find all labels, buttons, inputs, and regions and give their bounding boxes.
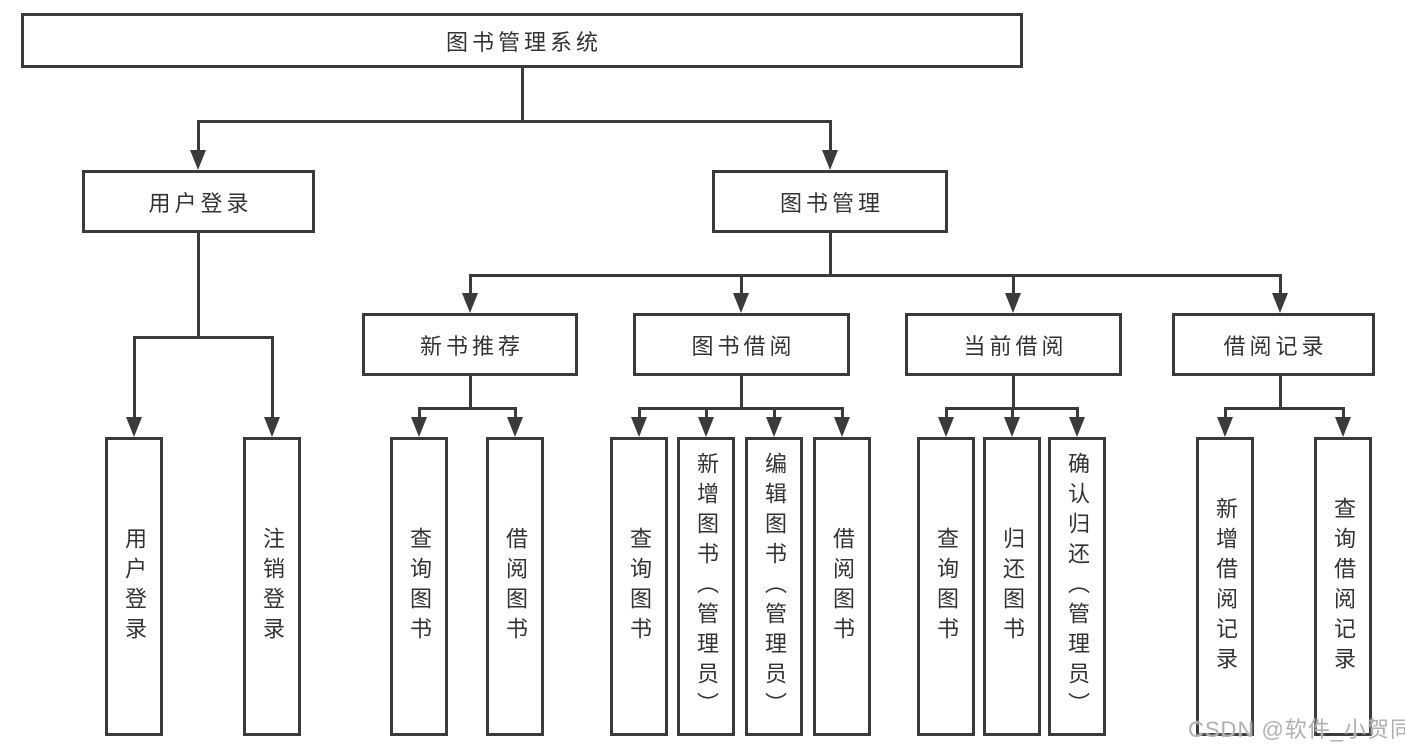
connector-line [468,274,1282,277]
leaf-edit-books-admin: 编辑图书（管理员） [745,437,803,736]
arrowhead [126,417,142,437]
connector-line [739,376,743,407]
connector-line [637,407,844,410]
connector-line [1010,407,1014,419]
node-root-system: 图书管理系统 [21,13,1023,68]
leaf-borrow-books: 借阅图书 [813,437,871,736]
arrowhead [822,150,838,170]
node-book-borrow: 图书借阅 [633,313,850,376]
arrowhead [1069,417,1085,437]
arrowhead [631,417,647,437]
leaf-borrow-books-recommend: 借阅图书 [486,437,544,736]
connector-line [513,407,517,419]
csdn-watermark: CSDN @软件_小贺同学 [1188,717,1405,742]
arrowhead [733,293,749,313]
arrowhead [411,417,427,437]
leaf-user-login: 用户登录 [105,437,163,736]
leaf-query-borrow-record: 查询借阅记录 [1314,437,1372,736]
connector-line [196,120,832,123]
leaf-query-books-current: 查询图书 [917,437,975,736]
connector-line [520,68,524,120]
arrowhead [938,417,954,437]
connector-line [1341,407,1345,419]
arrowhead [1004,417,1020,437]
connector-line [417,407,421,419]
connector-line [1223,407,1345,410]
node-current-borrow: 当前借阅 [905,313,1122,376]
connector-line [772,407,776,419]
connector-line [417,407,517,410]
arrowhead [264,417,280,437]
arrowhead [1335,417,1351,437]
leaf-query-books-recommend: 查询图书 [390,437,448,736]
arrowhead [462,293,478,313]
connector-line [1278,376,1282,407]
node-borrow-records: 借阅记录 [1172,313,1375,376]
node-user-login: 用户登录 [82,170,315,233]
leaf-return-books: 归还图书 [983,437,1041,736]
arrowhead [507,417,523,437]
connector-line [132,336,136,419]
connector-line [270,336,274,419]
connector-line [1075,407,1079,419]
arrowhead [1272,293,1288,313]
connector-line [828,120,832,152]
connector-line [704,407,708,419]
connector-line [840,407,844,419]
leaf-logout: 注销登录 [243,437,301,736]
connector-line [944,407,948,419]
arrowhead [766,417,782,437]
connector-line [132,336,274,339]
leaf-confirm-return-admin: 确认归还（管理员） [1048,437,1106,736]
arrowhead [834,417,850,437]
connector-line [739,274,743,295]
arrowhead [698,417,714,437]
leaf-query-books-borrow: 查询图书 [610,437,668,736]
arrowhead [190,150,206,170]
node-new-book-recommend: 新书推荐 [362,313,578,376]
connector-line [468,376,472,407]
leaf-add-books-admin: 新增图书（管理员） [677,437,735,736]
connector-line [1011,274,1015,295]
node-book-management: 图书管理 [712,170,948,233]
arrowhead [1005,293,1021,313]
arrowhead [1217,417,1233,437]
connector-line [196,120,200,152]
connector-line [1278,274,1282,295]
connector-line [828,233,832,274]
connector-line [637,407,641,419]
connector-line [196,233,200,336]
leaf-add-borrow-record: 新增借阅记录 [1196,437,1254,736]
connector-line [468,274,472,295]
connector-line [1011,376,1015,407]
connector-line [1223,407,1227,419]
